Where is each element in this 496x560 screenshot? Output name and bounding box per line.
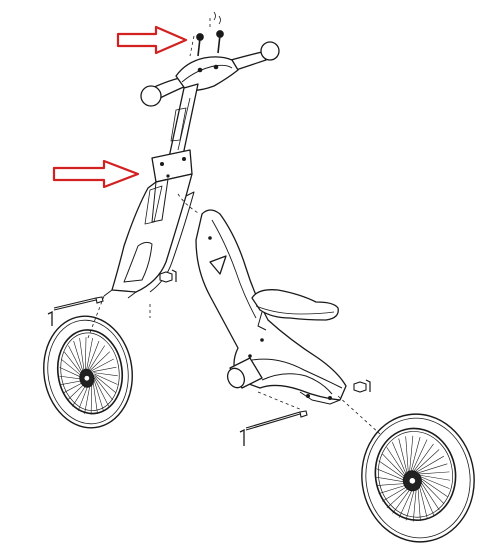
spoke (378, 460, 407, 480)
spoke (412, 484, 417, 522)
spoke (376, 483, 408, 486)
right-grip (260, 41, 280, 61)
spoke (64, 351, 83, 376)
spoke (59, 367, 84, 379)
spoke (414, 449, 440, 473)
spoke (419, 481, 435, 516)
spoke (381, 453, 407, 479)
spoke (92, 366, 117, 372)
spoke (417, 463, 448, 474)
spoke (93, 373, 118, 385)
spoke (419, 474, 451, 481)
spoke (411, 439, 428, 472)
spoke (91, 358, 114, 372)
spoke (61, 358, 83, 378)
handlebar-bolts (196, 30, 224, 57)
spoke (90, 351, 110, 371)
axle-bolts (47, 269, 371, 446)
spoke (419, 480, 440, 511)
spoke (398, 438, 408, 475)
spoke (418, 482, 428, 519)
spoke (94, 374, 117, 393)
spoke (87, 340, 100, 371)
spoke (417, 483, 421, 522)
left-grip (140, 85, 162, 107)
rear-wheel-spokes (375, 435, 451, 522)
front-wheel (43, 315, 133, 429)
spoke (375, 476, 408, 483)
spoke (84, 337, 87, 371)
spoke (93, 377, 109, 407)
spoke (410, 436, 421, 473)
front-fork (103, 149, 195, 299)
spoke (376, 468, 407, 482)
spoke (92, 380, 98, 414)
spoke (73, 340, 84, 374)
handlebar (140, 11, 280, 107)
front-axle-nut (159, 269, 177, 283)
seat (251, 289, 339, 331)
rear-axle-nut (353, 379, 371, 393)
spoke (378, 483, 409, 494)
spoke (409, 435, 414, 473)
callout-arrows (52, 25, 188, 189)
spoke (86, 337, 93, 371)
spoke (79, 338, 85, 372)
spoke (418, 471, 450, 475)
spoke (88, 345, 106, 371)
spoke (419, 476, 450, 489)
spoke (405, 436, 409, 474)
mid-arrow (52, 159, 140, 189)
spoke (386, 447, 407, 478)
spoke (93, 378, 104, 412)
top-arrow (116, 25, 188, 55)
spoke (415, 455, 444, 473)
steering-stem (167, 83, 199, 163)
rear-axle-bolt (239, 410, 308, 446)
spoke (90, 380, 93, 415)
bike-frame (195, 209, 347, 405)
spoke (413, 443, 434, 472)
assembly-guide-lines (87, 18, 381, 435)
spoke (94, 376, 114, 401)
front-axle-bolt (47, 296, 104, 326)
spoke (419, 477, 448, 497)
spoke (391, 442, 408, 476)
frame-crossbar (226, 357, 263, 389)
rear-wheel (361, 413, 475, 543)
spoke (68, 345, 84, 375)
spoke (419, 478, 445, 505)
spoke (93, 372, 118, 377)
